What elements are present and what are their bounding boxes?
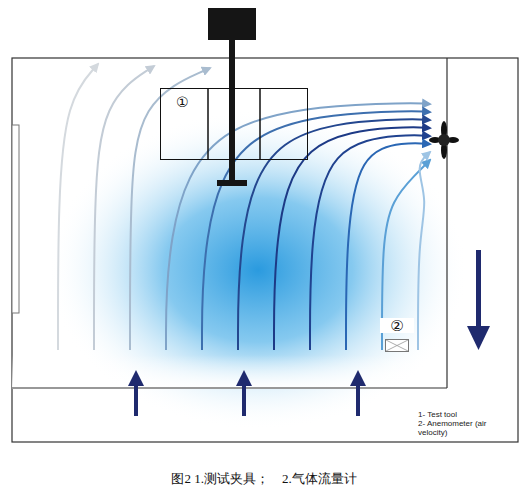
flow-line [418, 152, 430, 350]
callout-number: ② [380, 318, 414, 333]
flow-line [238, 119, 430, 350]
inflow-arrows [128, 370, 366, 416]
flow-line [274, 127, 430, 350]
figure-caption: 图2 1.测试夹具； 2.气体流量计 [0, 470, 528, 488]
flow-line [58, 64, 98, 350]
inner-wall [446, 58, 447, 388]
anemometer-sensor [385, 339, 409, 352]
floor-line [12, 387, 447, 388]
chamber-housing [12, 58, 518, 442]
caption-text: 图2 1.测试夹具； 2.气体流量计 [171, 471, 356, 486]
legend-notes: 1- Test tool2- Anemometer (air velocity) [418, 410, 518, 438]
floor-fade [12, 355, 448, 389]
legend-note: 1- Test tool [418, 410, 518, 419]
shaft-foot [217, 180, 247, 186]
flow-line [346, 143, 430, 350]
tool-divider [259, 88, 261, 160]
callout-number: ① [175, 95, 190, 109]
anemometer-box: ② [380, 318, 414, 352]
flow-line [310, 135, 430, 350]
motor-block [208, 8, 256, 40]
motor-shaft [229, 40, 235, 88]
flow-line [130, 68, 210, 350]
outflow-arrow [467, 250, 490, 350]
flow-line [166, 103, 430, 350]
exhaust-fan [429, 121, 459, 159]
tool-shaft [229, 88, 235, 184]
flow-lines [58, 64, 430, 350]
flow-line [202, 111, 430, 350]
test-tool-box: ① [160, 88, 308, 160]
legend-note: 2- Anemometer (air velocity) [418, 419, 518, 437]
tool-divider [207, 88, 209, 160]
flow-line [94, 66, 154, 350]
chamber-door [12, 125, 19, 313]
